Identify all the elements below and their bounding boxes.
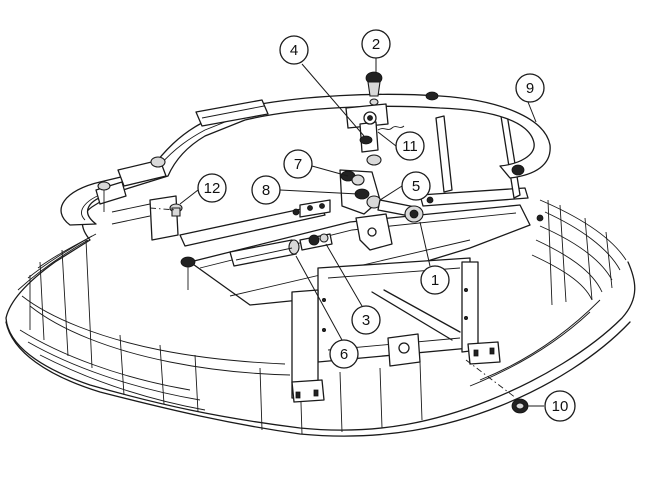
callout-3: 3 bbox=[325, 243, 381, 335]
callout-5: 5 bbox=[379, 171, 431, 201]
callout-label-12: 12 bbox=[204, 180, 221, 197]
callout-8: 8 bbox=[251, 175, 359, 205]
callout-12: 12 bbox=[179, 173, 227, 205]
bushing-item-7 bbox=[340, 170, 365, 186]
callout-label-11: 11 bbox=[402, 138, 418, 155]
bolt-item-2 bbox=[365, 71, 383, 106]
guide-line-12 bbox=[149, 207, 177, 211]
rod-end-item-3 bbox=[299, 233, 333, 251]
callout-label-6: 6 bbox=[340, 346, 348, 363]
callout-label-7: 7 bbox=[294, 156, 302, 173]
rail-knob bbox=[97, 91, 525, 268]
callout-label-1: 1 bbox=[431, 272, 439, 289]
callout-10: 10 bbox=[528, 390, 576, 422]
fastener-item-12 bbox=[169, 203, 183, 217]
callout-11: 11 bbox=[377, 131, 425, 161]
callout-9: 9 bbox=[515, 73, 545, 123]
callout-label-10: 10 bbox=[552, 398, 569, 415]
callout-label-2: 2 bbox=[372, 36, 380, 53]
callout-label-5: 5 bbox=[412, 178, 420, 195]
callout-label-9: 9 bbox=[526, 80, 534, 97]
cylinder-item-6 bbox=[229, 239, 300, 267]
callout-2: 2 bbox=[361, 29, 391, 72]
bushing-item-8 bbox=[354, 188, 382, 209]
callout-1: 1 bbox=[419, 221, 450, 295]
cage-basket bbox=[5, 189, 636, 437]
callout-label-4: 4 bbox=[290, 42, 298, 59]
callout-4: 4 bbox=[279, 35, 365, 137]
top-rail bbox=[60, 91, 551, 290]
callout-6: 6 bbox=[295, 255, 359, 369]
callout-label-8: 8 bbox=[262, 182, 270, 199]
callout-7: 7 bbox=[283, 149, 349, 179]
callout-label-3: 3 bbox=[362, 312, 370, 329]
mechanism bbox=[169, 71, 544, 267]
roller-item-1 bbox=[404, 205, 424, 223]
support-frame bbox=[111, 107, 531, 403]
